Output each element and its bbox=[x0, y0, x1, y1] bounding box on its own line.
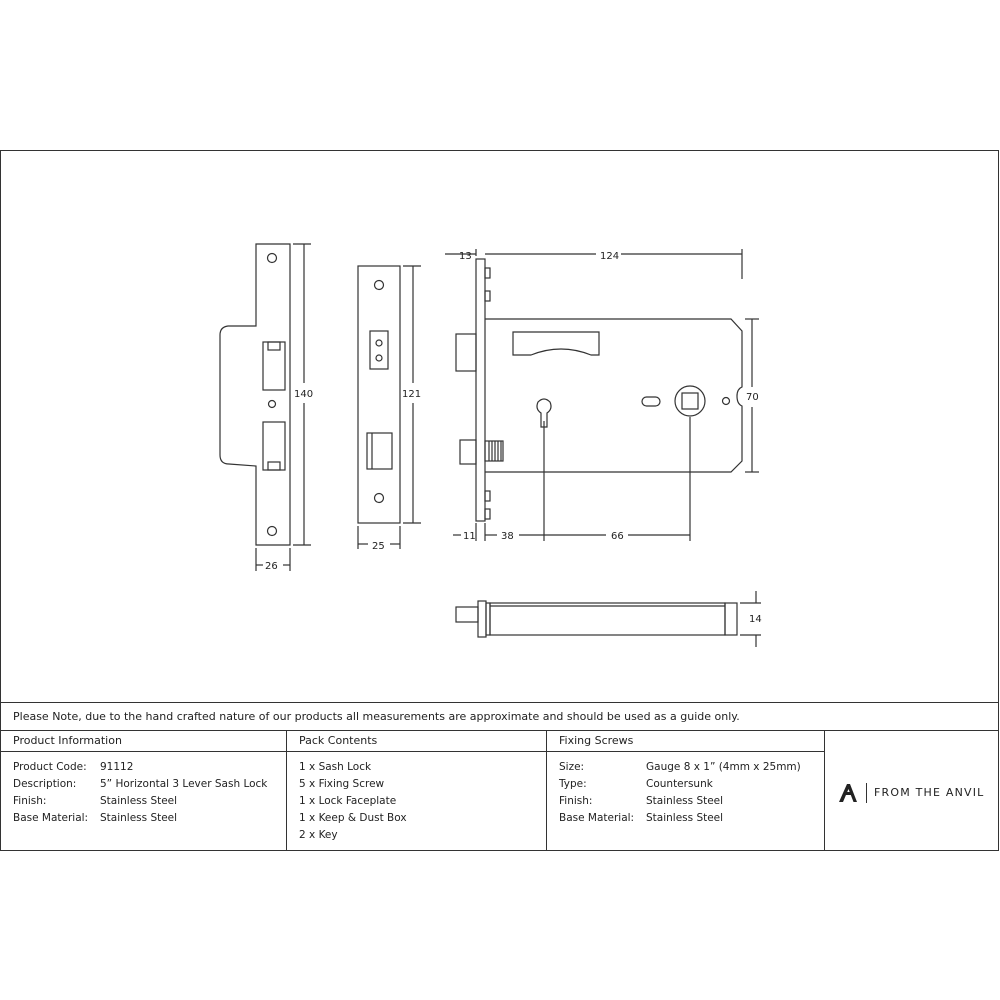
pack-contents-header: Pack Contents bbox=[287, 731, 546, 752]
fixing-screws-row: Finish: Stainless Steel bbox=[559, 793, 801, 810]
brand-name: FROM THE ANVIL bbox=[874, 786, 985, 799]
keyhole-spindle-label: 66 bbox=[611, 531, 624, 542]
disclaimer-row: Please Note, due to the hand crafted nat… bbox=[1, 702, 998, 731]
pack-item: 1 x Keep & Dust Box bbox=[299, 812, 407, 824]
fixing-screws-row: Base Material: Stainless Steel bbox=[559, 810, 801, 827]
product-info-row: Base Material: Stainless Steel bbox=[13, 810, 267, 827]
product-info-panel: Product Information Product Code: 91112 D… bbox=[1, 731, 287, 850]
keep-width-dimension: 26 bbox=[255, 548, 291, 572]
screw-hole-icon bbox=[267, 399, 277, 409]
keep-height-dimension: 140 bbox=[293, 243, 313, 546]
side-thickness-dimension: 14 bbox=[740, 591, 762, 647]
row-value: 5” Horizontal 3 Lever Sash Lock bbox=[100, 778, 268, 790]
product-info-header: Product Information bbox=[1, 731, 286, 752]
screw-hole-icon bbox=[373, 279, 385, 291]
pack-item: 2 x Key bbox=[299, 829, 338, 841]
forend-offset-label: 13 bbox=[459, 251, 472, 262]
fixing-screws-row: Size: Gauge 8 x 1” (4mm x 25mm) bbox=[559, 759, 801, 776]
row-value: Stainless Steel bbox=[100, 795, 178, 807]
row-key: Product Code: bbox=[13, 761, 87, 773]
side-thickness-label: 14 bbox=[749, 614, 762, 625]
screw-hole-icon bbox=[375, 339, 383, 347]
case-height-dimension: 70 bbox=[745, 318, 759, 473]
backset-label: 38 bbox=[501, 531, 514, 542]
product-info-row: Description: 5” Horizontal 3 Lever Sash L… bbox=[13, 776, 267, 793]
fixing-screws-panel: Fixing Screws Size: Gauge 8 x 1” (4mm x 2… bbox=[547, 731, 825, 850]
row-key: Description: bbox=[13, 778, 77, 790]
product-info-row: Finish: Stainless Steel bbox=[13, 793, 267, 810]
pack-contents-heading: Pack Contents bbox=[299, 734, 378, 747]
case-length-label: 124 bbox=[600, 251, 619, 262]
product-info-heading: Product Information bbox=[13, 734, 122, 747]
keep-height-label: 140 bbox=[294, 389, 313, 400]
lock-body-front bbox=[455, 258, 743, 522]
pack-item: 1 x Lock Faceplate bbox=[299, 795, 397, 807]
faceplate-width-label: 25 bbox=[372, 541, 385, 552]
row-key: Type: bbox=[559, 778, 587, 790]
faceplate-height-dimension: 121 bbox=[402, 265, 421, 524]
pack-item: 1 x Sash Lock bbox=[299, 761, 372, 773]
fixing-screws-row: Type: Countersunk bbox=[559, 776, 801, 793]
row-key: Base Material: bbox=[559, 812, 635, 824]
latch-bolt bbox=[455, 333, 477, 372]
screw-hole-icon bbox=[373, 492, 385, 504]
row-value: Stainless Steel bbox=[646, 812, 724, 824]
row-value: 91112 bbox=[100, 761, 134, 773]
faceplate-height-label: 121 bbox=[402, 389, 421, 400]
disclaimer-text: Please Note, due to the hand crafted nat… bbox=[13, 710, 740, 723]
brand-logo: FROM THE ANVIL bbox=[825, 731, 998, 850]
forend-dimension: 13 bbox=[445, 249, 477, 262]
row-value: Countersunk bbox=[646, 778, 713, 790]
pack-item: 5 x Fixing Screw bbox=[299, 778, 385, 790]
dead-bolt bbox=[459, 439, 477, 465]
fixing-screws-header: Fixing Screws bbox=[547, 731, 824, 752]
lock-side-view bbox=[455, 600, 738, 638]
keyhole-icon bbox=[536, 398, 552, 428]
screw-hole-icon bbox=[375, 354, 383, 362]
screw-hole-icon bbox=[266, 252, 278, 264]
row-value: Stainless Steel bbox=[646, 795, 724, 807]
case-length-dimension: 124 bbox=[485, 249, 743, 279]
fixing-screws-heading: Fixing Screws bbox=[559, 734, 634, 747]
row-key: Finish: bbox=[559, 795, 593, 807]
forend-thickness-label: 11 bbox=[463, 531, 476, 542]
row-value: Gauge 8 x 1” (4mm x 25mm) bbox=[646, 761, 801, 773]
backset-dimensions: 11 38 66 bbox=[453, 417, 691, 542]
logo-divider bbox=[866, 783, 867, 803]
technical-drawing: 140 26 121 bbox=[219, 243, 762, 647]
pack-contents-panel: Pack Contents 1 x Sash Lock 5 x Fixing S… bbox=[287, 731, 547, 850]
lock-faceplate bbox=[357, 265, 401, 524]
keep-plate bbox=[219, 243, 291, 546]
product-info-row: Product Code: 91112 bbox=[13, 759, 267, 776]
row-key: Base Material: bbox=[13, 812, 89, 824]
anvil-a-icon bbox=[839, 784, 857, 802]
row-key: Size: bbox=[559, 761, 585, 773]
screw-hole-icon bbox=[266, 525, 278, 537]
drawing-sheet: 140 26 121 bbox=[0, 150, 999, 851]
faceplate-width-dimension: 25 bbox=[357, 526, 401, 552]
spindle-hole bbox=[674, 385, 706, 417]
row-key: Finish: bbox=[13, 795, 47, 807]
row-value: Stainless Steel bbox=[100, 812, 178, 824]
keep-width-label: 26 bbox=[265, 561, 278, 572]
case-height-label: 70 bbox=[746, 392, 759, 403]
